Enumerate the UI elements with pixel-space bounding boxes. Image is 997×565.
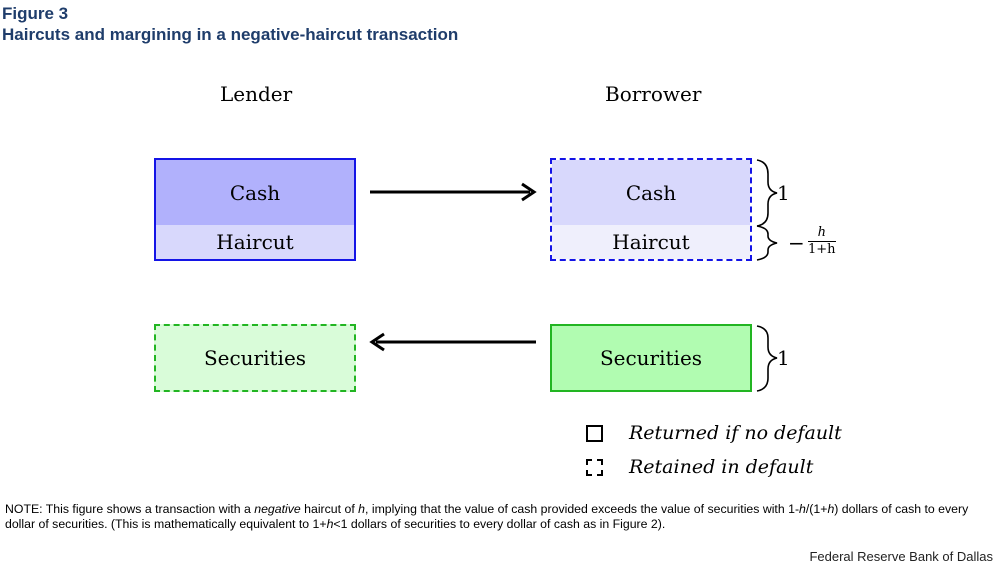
figure-note: NOTE: This figure shows a transaction wi… bbox=[5, 502, 993, 532]
lender-cash-box: Cash Haircut bbox=[154, 158, 356, 261]
lender-heading: Lender bbox=[220, 82, 293, 106]
lender-cash-label: Cash bbox=[156, 160, 354, 225]
lender-securities-label: Securities bbox=[203, 346, 307, 370]
note-emphasis: h bbox=[326, 517, 334, 531]
legend-returned: Returned if no default bbox=[586, 422, 842, 444]
source-credit: Federal Reserve Bank of Dallas bbox=[809, 549, 993, 564]
solid-box-icon bbox=[586, 424, 603, 442]
fraction-bar bbox=[808, 241, 836, 242]
securities-brace-value: 1 bbox=[777, 346, 790, 370]
haircut-fraction: h 1+h bbox=[808, 226, 836, 257]
note-text: <1 dollars of securities to every dollar… bbox=[333, 517, 666, 531]
borrower-securities-box: Securities bbox=[550, 324, 752, 392]
borrower-securities-label: Securities bbox=[599, 346, 703, 370]
borrower-cash-box: Cash Haircut bbox=[550, 158, 752, 261]
haircut-fraction-denominator: 1+h bbox=[808, 242, 836, 257]
note-emphasis: h bbox=[827, 502, 835, 516]
note-text: , implying that the value of cash provid… bbox=[365, 502, 800, 516]
figure-title: Haircuts and margining in a negative-hai… bbox=[2, 25, 459, 44]
cash-brace-value: 1 bbox=[777, 181, 790, 205]
securities-brace bbox=[756, 325, 778, 392]
borrower-haircut-label: Haircut bbox=[552, 225, 750, 259]
cash-arrow bbox=[370, 182, 537, 202]
figure-label: Figure 3 bbox=[2, 4, 69, 23]
lender-haircut-label: Haircut bbox=[156, 225, 354, 259]
note-text: /(1+ bbox=[805, 502, 828, 516]
note-text: haircut of bbox=[300, 502, 359, 516]
borrower-heading: Borrower bbox=[605, 82, 702, 106]
note-emphasis: h bbox=[799, 502, 806, 516]
haircut-fraction-numerator: h bbox=[817, 225, 826, 240]
legend-retained-label: Retained in default bbox=[629, 456, 814, 478]
legend-returned-label: Returned if no default bbox=[629, 422, 842, 444]
lender-securities-box: Securities bbox=[154, 324, 356, 392]
note-emphasis: negative bbox=[254, 502, 301, 516]
dashed-box-icon bbox=[586, 458, 603, 476]
securities-arrow bbox=[369, 332, 536, 352]
cash-brace bbox=[756, 159, 778, 227]
legend-retained: Retained in default bbox=[586, 456, 813, 478]
note-emphasis: h bbox=[358, 502, 365, 516]
borrower-cash-label: Cash bbox=[552, 160, 750, 225]
note-text: ) dollars of cash to every dollar of sec… bbox=[5, 502, 969, 531]
haircut-brace bbox=[756, 225, 778, 261]
note-text: NOTE: This figure shows a transaction wi… bbox=[5, 502, 255, 516]
haircut-brace-sign: − bbox=[788, 231, 805, 255]
